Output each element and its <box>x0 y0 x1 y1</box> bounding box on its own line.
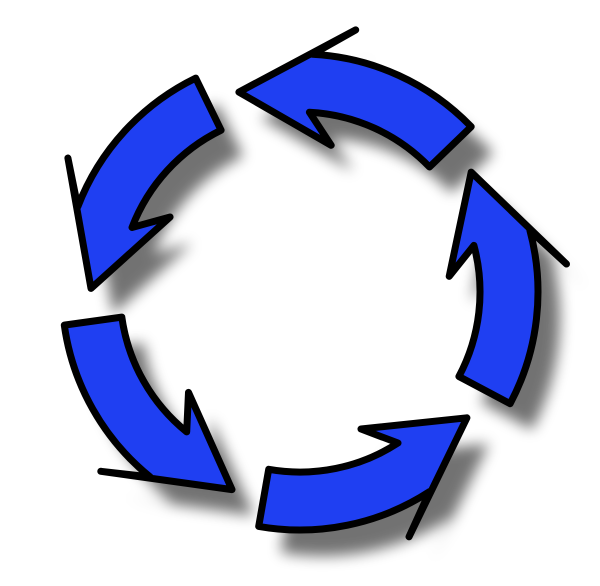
cycle-arrow-5 <box>255 414 471 541</box>
cycle-arrow-1 <box>445 168 570 408</box>
cycle-arrow-2 <box>235 26 475 171</box>
arrow-shadow <box>89 104 244 315</box>
cycle-arrow-4 <box>60 313 236 494</box>
arrows <box>60 26 570 541</box>
cycle-arrow-3 <box>64 74 225 292</box>
